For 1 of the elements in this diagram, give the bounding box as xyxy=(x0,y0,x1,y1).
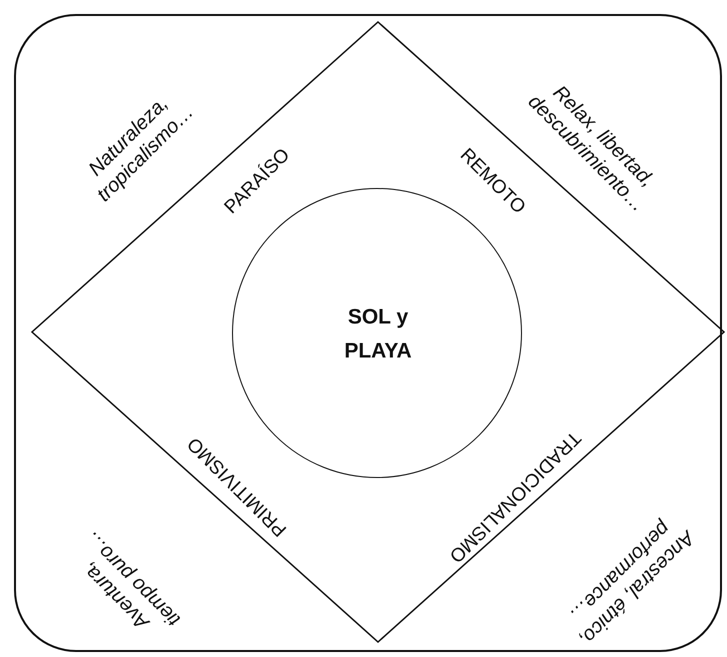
center-label: SOL y PLAYA xyxy=(343,304,413,364)
